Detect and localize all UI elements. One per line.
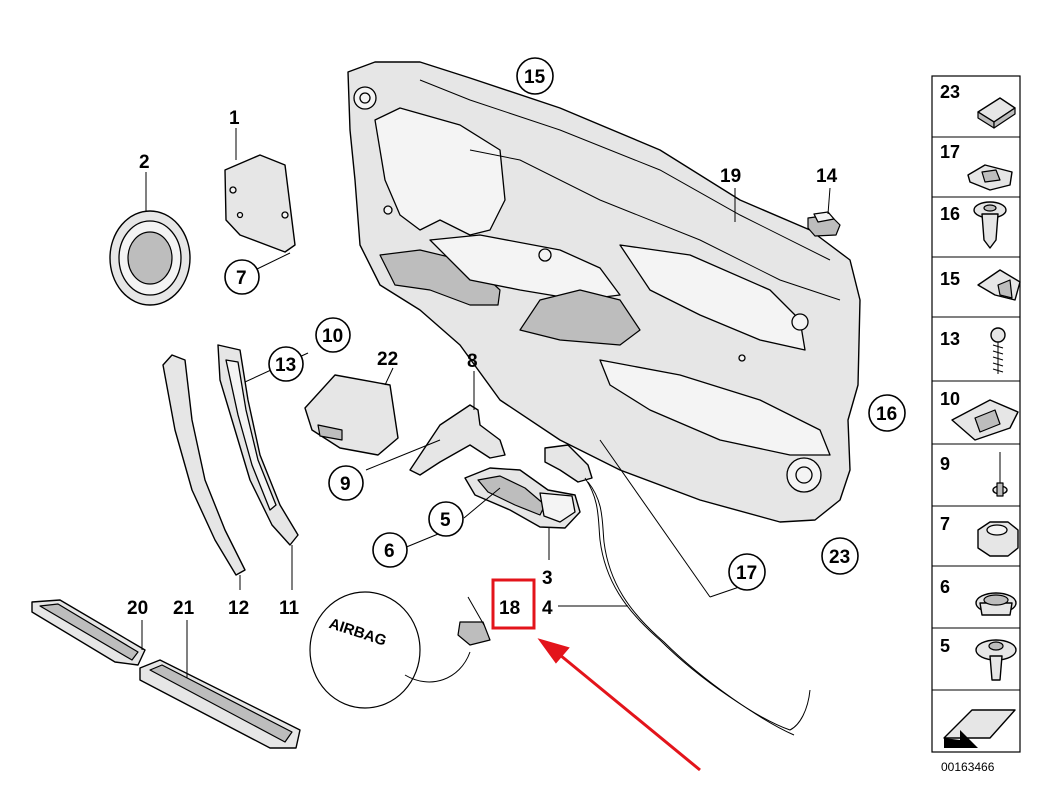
callout-14: 14: [816, 166, 838, 187]
callout-2: 2: [139, 152, 150, 173]
callout-22: 22: [377, 349, 398, 370]
highlight-arrow-shaft: [559, 653, 701, 772]
legend-label-5: 5: [940, 636, 950, 656]
legend-label-16: 16: [940, 204, 960, 224]
sill-strip-21: [139, 659, 301, 749]
airbag-detail: AIRBAG: [309, 591, 491, 709]
trim-strip-12: [162, 354, 246, 576]
legend-icon-5: [975, 639, 1017, 681]
callout-13: 13: [275, 355, 296, 376]
highlight-box: [491, 578, 536, 630]
legend-label-6: 6: [940, 577, 950, 597]
door-handle: [464, 467, 581, 529]
legend-column: 23 17 16 15 13 10 9 7 6 5: [931, 75, 1021, 774]
legend-icon-7: [977, 521, 1019, 557]
callout-19: 19: [720, 166, 741, 187]
callout-11: 11: [279, 598, 300, 619]
clip-14: [807, 211, 841, 237]
legend-label-23: 23: [940, 82, 960, 102]
sill-strip-20: [31, 599, 146, 666]
callout-5: 5: [440, 510, 451, 531]
legend-arrow-icon: [943, 709, 1016, 748]
highlight-annotation: [491, 578, 701, 772]
bracket: [409, 404, 506, 476]
callout-6: 6: [384, 541, 395, 562]
callout-3: 3: [542, 568, 553, 589]
highlight-arrow-head: [537, 638, 570, 664]
legend-icon-6: [975, 592, 1017, 616]
catalog-number: 00163466: [941, 760, 995, 774]
callout-16: 16: [876, 404, 897, 425]
callout-4: 4: [542, 598, 553, 619]
lock-mechanism: [544, 444, 811, 736]
callout-15: 15: [524, 67, 546, 88]
legend-label-10: 10: [940, 389, 960, 409]
mount-box: [304, 374, 399, 456]
callouts-plain: 1 2 3 4 8 11 12 14 18 19 20 21 22: [127, 108, 838, 619]
legend-icon-9: [992, 452, 1008, 497]
callout-12: 12: [228, 598, 249, 619]
trim-strip-11: [217, 344, 299, 546]
callout-8: 8: [467, 351, 478, 372]
legend-icon-23: [977, 97, 1016, 129]
callout-1: 1: [229, 108, 240, 129]
legend-icon-10: [951, 399, 1019, 441]
callout-7: 7: [236, 268, 247, 289]
legend-icon-13: [990, 327, 1006, 374]
legend-label-7: 7: [940, 514, 950, 534]
callout-9: 9: [340, 474, 351, 495]
legend-icon-15: [977, 269, 1021, 301]
callout-23: 23: [829, 547, 850, 568]
legend-label-15: 15: [940, 269, 960, 289]
speaker-cover-plate: [224, 154, 296, 253]
callout-20: 20: [127, 598, 148, 619]
callout-10: 10: [322, 326, 343, 347]
door-trim-panel: [347, 61, 861, 523]
legend-icon-17: [967, 164, 1013, 191]
callout-17: 17: [736, 563, 757, 584]
speaker-grille: [109, 210, 191, 306]
legend-label-13: 13: [940, 329, 960, 349]
callouts-circled: 7 10 13 9 5 6 15 16 17 23: [224, 57, 906, 591]
legend-icon-16: [973, 201, 1007, 249]
callout-21: 21: [173, 598, 195, 619]
callout-18: 18: [499, 598, 520, 619]
legend-label-9: 9: [940, 454, 950, 474]
legend-label-17: 17: [940, 142, 960, 162]
